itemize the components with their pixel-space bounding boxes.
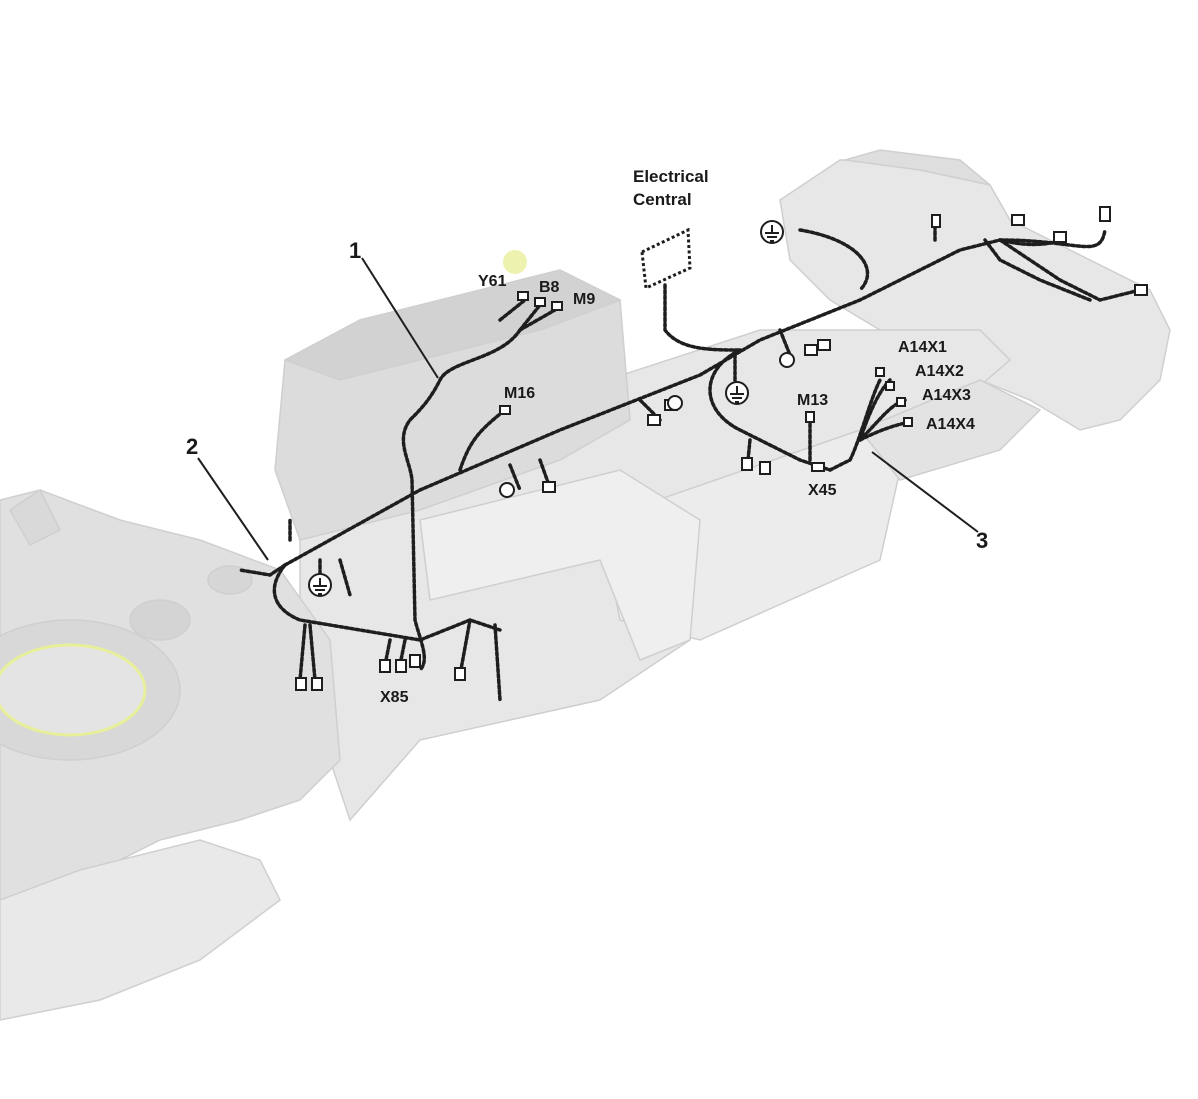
rear-branch-3 xyxy=(998,228,1107,249)
label-m16: M16 xyxy=(504,385,536,402)
callout-2: 2 xyxy=(186,434,199,459)
round-plug-2 xyxy=(779,352,795,368)
drop-left xyxy=(298,623,317,682)
rear-lower-branch xyxy=(983,238,1092,302)
drop-front-small xyxy=(338,558,352,597)
ground-icon xyxy=(308,573,332,597)
connector-rear-3 xyxy=(1099,206,1111,222)
center-small-2 xyxy=(778,328,792,357)
callout-1: 1 xyxy=(349,238,362,263)
leader-line-3 xyxy=(871,451,979,533)
callout-3: 3 xyxy=(976,528,989,553)
harness-1-vertical xyxy=(401,328,522,672)
connector-front-3 xyxy=(454,667,466,681)
label-m13: M13 xyxy=(797,392,829,409)
label-a14x2: A14X2 xyxy=(915,363,964,380)
connector-a14x4 xyxy=(903,417,913,427)
connector-center-2 xyxy=(759,461,771,475)
connector-a14x3 xyxy=(896,397,906,407)
connector-center-3 xyxy=(804,344,818,356)
label-y61: Y61 xyxy=(478,273,507,290)
label-a14x1: A14X1 xyxy=(898,339,947,356)
connector-cluster-2 xyxy=(647,414,661,426)
rear-ground-branch xyxy=(798,228,870,292)
connector-y61 xyxy=(517,291,529,301)
x45-branch xyxy=(828,378,882,472)
connector-x85-c xyxy=(409,654,421,668)
connector-m9 xyxy=(551,301,563,311)
label-a14x3: A14X3 xyxy=(922,387,971,404)
connector-a14x2 xyxy=(885,381,895,391)
connector-m16 xyxy=(499,405,511,415)
front-loop-upper xyxy=(238,563,287,577)
center-small-1 xyxy=(746,438,752,462)
connector-center-4 xyxy=(817,339,831,351)
round-plug-1 xyxy=(499,482,515,498)
ground-icon xyxy=(760,220,784,244)
label-x45: X45 xyxy=(808,482,837,499)
label-a14x4: A14X4 xyxy=(926,416,975,433)
label-m9: M9 xyxy=(573,291,596,308)
label-b8: B8 xyxy=(539,279,560,296)
connector-rear-4 xyxy=(1134,284,1148,296)
connector-center-1 xyxy=(741,457,753,471)
connector-b8 xyxy=(534,297,546,307)
connector-a14x1 xyxy=(875,367,885,377)
round-plug-3 xyxy=(667,395,683,411)
center-cluster xyxy=(508,398,662,492)
connector-cluster-1 xyxy=(542,481,556,493)
connector-front-1 xyxy=(295,677,307,691)
connector-front-2 xyxy=(311,677,323,691)
connector-x85-a xyxy=(379,659,391,673)
electrical-central-label: Electrical Central xyxy=(633,166,709,212)
connector-x45 xyxy=(811,462,825,472)
connector-rear-2 xyxy=(1053,231,1067,243)
drop-right xyxy=(458,618,502,702)
connector-m13 xyxy=(805,411,815,423)
front-loop-harness xyxy=(272,563,502,642)
electrical-central-line-1: Electrical xyxy=(633,167,709,186)
electrical-central-drop xyxy=(663,283,742,352)
connector-x85-b xyxy=(395,659,407,673)
center-loop xyxy=(708,348,832,472)
electrical-central-box xyxy=(640,227,692,291)
m16-branch xyxy=(458,408,507,472)
leader-line-1 xyxy=(361,257,439,379)
rear-branch-1 xyxy=(998,238,1142,302)
leader-line-2 xyxy=(197,457,269,561)
connector-rear-1 xyxy=(1011,214,1025,226)
electrical-central-line-2: Central xyxy=(633,189,692,209)
connector-rear-5 xyxy=(931,214,941,228)
ground-icon xyxy=(725,381,749,405)
label-x85: X85 xyxy=(380,689,409,706)
harness-1-top-branch xyxy=(498,298,557,332)
